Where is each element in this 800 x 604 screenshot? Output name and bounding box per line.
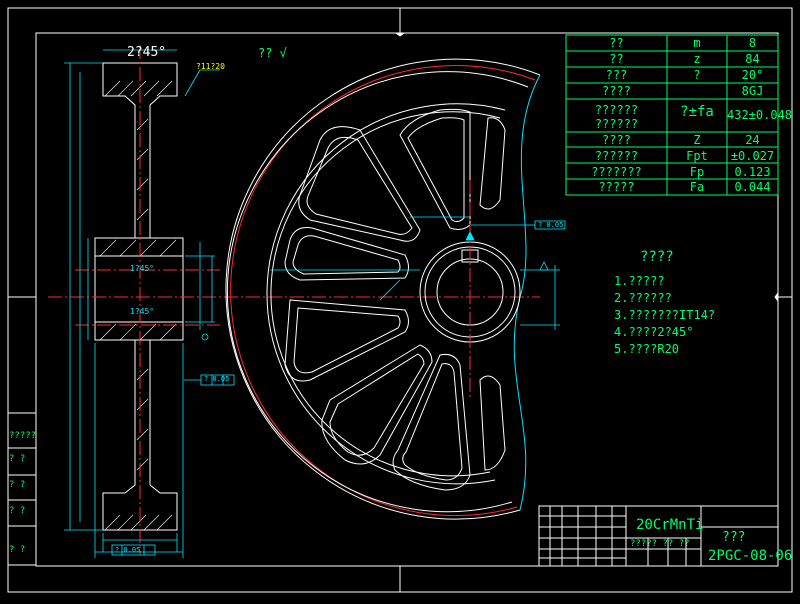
param-value: 24 — [745, 133, 760, 147]
left-strip-label: ? ? — [9, 454, 26, 464]
tag-t6: ? 0.05 — [538, 221, 564, 229]
opening-4 — [321, 344, 433, 465]
front-view — [225, 58, 541, 520]
tag-t3: 1?45° — [130, 307, 155, 316]
front-dimensions — [270, 216, 566, 330]
param-value: ±0.027 — [730, 149, 775, 163]
section-tolerance-frames — [111, 333, 235, 556]
notes-title: ???? — [640, 249, 674, 265]
tag-t1: ?11?20 — [196, 62, 225, 71]
pitch-circle — [230, 65, 536, 517]
param-name: ????? — [598, 180, 635, 194]
left-strip-label: ? ? — [9, 545, 26, 555]
opening-2 — [284, 227, 409, 281]
left-strip-box — [7, 412, 37, 566]
top-chamfer: 2?45° — [127, 45, 167, 60]
param-symbol: Fa — [689, 180, 705, 194]
param-value: 0.044 — [734, 180, 771, 194]
roughness-note: ?? √ — [258, 46, 287, 60]
opening-4b — [329, 353, 425, 456]
note-item: 1.????? — [614, 274, 665, 288]
note-item: 4.????2?45° — [614, 325, 694, 339]
param-symbol: ? — [693, 68, 701, 82]
tag-t5: ? 0.05 — [115, 546, 141, 554]
opening-top — [399, 108, 471, 230]
note-item: 2.?????? — [614, 291, 672, 305]
param-name: ?????? — [594, 149, 639, 163]
break-line — [513, 74, 541, 511]
material-label: 20CrMnTi — [636, 517, 704, 533]
rim-inner — [266, 103, 506, 485]
param-value: 84 — [745, 52, 760, 66]
tag-t2: 1?45° — [130, 264, 155, 273]
opening-1b — [306, 136, 413, 235]
param-symbol: Fpt — [686, 149, 708, 163]
opening-5b — [402, 363, 463, 481]
title-block-row: ????? ?? ?? — [630, 539, 690, 549]
left-strip-lines — [8, 447, 36, 527]
param-value: 8 — [748, 36, 757, 50]
param-name: ?? — [609, 52, 624, 66]
title-block-grid — [538, 505, 779, 567]
drawing-number: 2PGC-08-06 — [708, 548, 793, 564]
param-value: 0.123 — [734, 165, 771, 179]
rim-inner-2 — [270, 111, 501, 477]
param-value: 8GJ — [741, 84, 764, 98]
root-circle — [226, 71, 529, 513]
opening-right-top — [479, 117, 506, 210]
opening-right-bottom — [479, 375, 506, 471]
param-symbol: Fp — [689, 165, 705, 179]
opening-5 — [392, 354, 471, 491]
param-name: ?? — [609, 36, 624, 50]
param-symbol: m — [693, 36, 701, 50]
opening-top-b — [407, 117, 465, 223]
note-item: 5.????R20 — [614, 342, 680, 356]
section-dimensions — [64, 49, 220, 558]
param-symbol: z — [693, 52, 701, 66]
opening-3 — [284, 299, 409, 382]
part-name: ??? — [722, 530, 746, 545]
section-view — [94, 62, 184, 531]
opening-1 — [298, 126, 421, 242]
section-hatch — [99, 80, 177, 531]
left-strip-label: ? ? — [9, 506, 26, 516]
param-symbol: ?±fa — [680, 104, 714, 120]
left-strip-label: ????? — [9, 431, 37, 441]
param-name: ??? — [605, 68, 628, 82]
section-centerlines — [48, 45, 540, 555]
param-name: ?????? ?????? — [594, 103, 639, 131]
tag-t4: ? 0.05 — [204, 375, 230, 383]
left-strip-label: ? ? — [9, 480, 26, 490]
opening-3b — [293, 307, 401, 374]
param-value: 432±0.048 — [727, 108, 793, 122]
note-item: 3.???????IT14? — [614, 308, 716, 322]
param-name: ??????? — [591, 165, 642, 179]
centering-marks — [8, 8, 792, 592]
param-symbol: Z — [693, 133, 701, 147]
param-name: ???? — [602, 84, 631, 98]
outer-border — [7, 7, 793, 593]
param-table-grid — [565, 34, 779, 196]
param-name: ???? — [602, 133, 631, 147]
opening-2b — [292, 235, 401, 275]
param-value: 20° — [741, 68, 764, 82]
tip-circle — [225, 58, 541, 520]
